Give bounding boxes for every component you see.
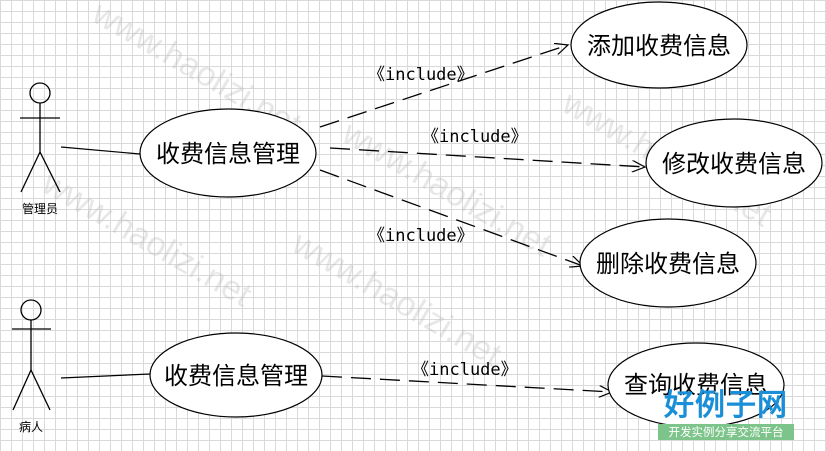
actor-admin-label: 管理员 xyxy=(22,201,58,216)
use-case-admin-manage[interactable]: 收费信息管理 xyxy=(139,108,317,198)
include-modify xyxy=(329,147,645,167)
include-add xyxy=(319,45,568,128)
association-patient xyxy=(60,373,151,379)
include-label: 《include》 xyxy=(368,226,474,246)
svg-text:删除收费信息: 删除收费信息 xyxy=(596,250,740,278)
svg-text:收费信息管理: 收费信息管理 xyxy=(164,362,308,390)
use-case-delete[interactable]: 删除收费信息 xyxy=(579,218,757,308)
include-query xyxy=(321,375,612,392)
include-label: 《include》 xyxy=(422,127,528,147)
logo-slogan: 开发实例分享交流平台 xyxy=(658,424,794,440)
use-case-patient-manage[interactable]: 收费信息管理 xyxy=(149,332,323,418)
use-case-modify[interactable]: 修改收费信息 xyxy=(645,118,823,208)
association-admin xyxy=(60,146,141,155)
watermark-logo: 好例子网 开发实例分享交流平台 xyxy=(658,388,794,440)
svg-text:收费信息管理: 收费信息管理 xyxy=(156,140,300,168)
include-label: 《include》 xyxy=(368,65,474,85)
svg-text:查询收费信息: 查询收费信息 xyxy=(624,371,768,399)
svg-text:添加收费信息: 添加收费信息 xyxy=(587,32,731,60)
actor-patient-label: 病人 xyxy=(19,419,43,434)
logo-text: 好例子网 xyxy=(664,388,788,423)
include-label: 《include》 xyxy=(412,360,518,380)
use-case-query[interactable]: 查询收费信息 xyxy=(607,342,785,428)
include-delete xyxy=(319,169,583,266)
svg-text:修改收费信息: 修改收费信息 xyxy=(662,150,806,178)
use-case-add[interactable]: 添加收费信息 xyxy=(570,1,748,89)
actor-admin[interactable] xyxy=(20,82,61,193)
actor-head xyxy=(29,82,51,104)
svg-text:www.haolizi.net: www.haolizi.net xyxy=(285,224,508,375)
actor-patient[interactable] xyxy=(12,299,51,411)
